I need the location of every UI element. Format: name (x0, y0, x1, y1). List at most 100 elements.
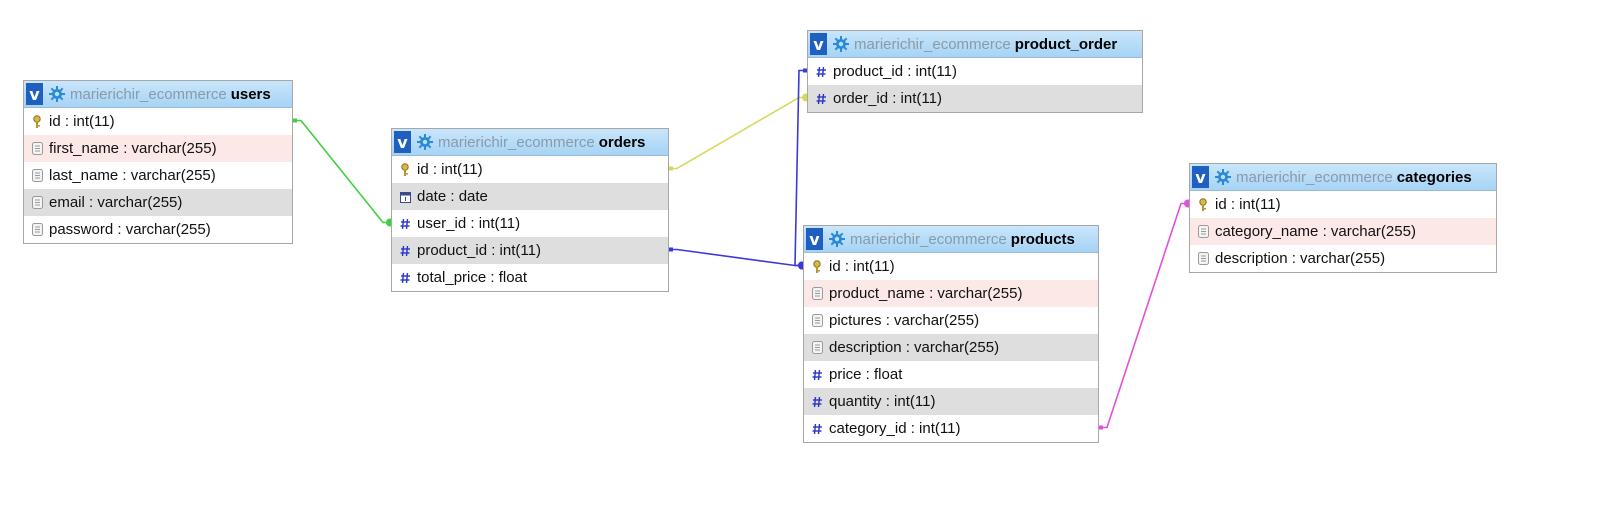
gear-icon[interactable] (48, 85, 66, 103)
text-field-icon (1197, 252, 1209, 266)
column-row[interactable]: total_price : float (392, 264, 668, 291)
column-row[interactable]: id : int(11) (24, 108, 292, 135)
number-icon (811, 395, 823, 409)
table-name: users (230, 85, 271, 103)
relation-line-products-categories (1099, 202, 1189, 429)
column-row[interactable]: last_name : varchar(255) (24, 162, 292, 189)
relation-start (293, 118, 297, 123)
column-row[interactable]: order_id : int(11) (808, 85, 1142, 112)
relation-line-orders-products (669, 248, 803, 267)
column-label: description : varchar(255) (829, 339, 1000, 356)
key-icon (399, 162, 411, 177)
number-icon (815, 65, 827, 79)
column-row[interactable]: price : float (804, 361, 1098, 388)
column-row[interactable]: product_id : int(11) (392, 237, 668, 264)
key-icon (31, 114, 43, 129)
table-name: categories (1396, 168, 1472, 186)
column-label: id : int(11) (829, 258, 895, 275)
text-field-icon (811, 314, 823, 328)
gear-icon[interactable] (416, 133, 434, 151)
column-row[interactable]: category_id : int(11) (804, 415, 1098, 442)
number-icon (811, 368, 823, 382)
column-label: id : int(11) (1215, 196, 1281, 213)
number-icon (811, 422, 823, 436)
key-icon (1197, 197, 1209, 212)
column-label: order_id : int(11) (833, 90, 942, 107)
column-label: first_name : varchar(255) (49, 140, 217, 157)
text-field-icon (31, 223, 43, 237)
column-label: total_price : float (417, 269, 528, 286)
column-row[interactable]: id : int(11) (1190, 191, 1496, 218)
column-row[interactable]: quantity : int(11) (804, 388, 1098, 415)
column-label: date : date (417, 188, 488, 205)
column-label: price : float (829, 366, 903, 383)
gear-icon[interactable] (1214, 168, 1232, 186)
column-label: last_name : varchar(255) (49, 167, 216, 184)
database-name: marierichir_ecommerce (850, 230, 1007, 248)
column-label: pictures : varchar(255) (829, 312, 980, 329)
relation-start (1099, 425, 1103, 430)
table-name: orders (598, 133, 646, 151)
column-row[interactable]: first_name : varchar(255) (24, 135, 292, 162)
toggle-columns-button[interactable]: v (394, 131, 411, 153)
text-field-icon (31, 142, 43, 156)
number-icon (815, 92, 827, 106)
column-row[interactable]: description : varchar(255) (804, 334, 1098, 361)
column-label: password : varchar(255) (49, 221, 211, 238)
toggle-columns-button[interactable]: v (810, 33, 827, 55)
column-row[interactable]: user_id : int(11) (392, 210, 668, 237)
toggle-columns-button[interactable]: v (806, 228, 823, 250)
relation-line-users-orders (293, 119, 391, 224)
column-row[interactable]: description : varchar(255) (1190, 245, 1496, 272)
column-row[interactable]: id : int(11) (392, 156, 668, 183)
column-label: category_name : varchar(255) (1215, 223, 1416, 240)
number-icon (399, 217, 411, 231)
text-field-icon (811, 341, 823, 355)
table-name: product_order (1014, 35, 1118, 53)
column-row[interactable]: date : date (392, 183, 668, 210)
database-name: marierichir_ecommerce (438, 133, 595, 151)
text-field-icon (31, 196, 43, 210)
column-label: user_id : int(11) (417, 215, 521, 232)
column-label: id : int(11) (49, 113, 115, 130)
column-label: id : int(11) (417, 161, 483, 178)
database-name: marierichir_ecommerce (1236, 168, 1393, 186)
toggle-columns-button[interactable]: v (1192, 166, 1209, 188)
gear-icon[interactable] (828, 230, 846, 248)
column-row[interactable]: pictures : varchar(255) (804, 307, 1098, 334)
column-row[interactable]: id : int(11) (804, 253, 1098, 280)
column-label: product_id : int(11) (833, 63, 957, 80)
column-row[interactable]: password : varchar(255) (24, 216, 292, 243)
database-name: marierichir_ecommerce (854, 35, 1011, 53)
gear-icon[interactable] (832, 35, 850, 53)
text-field-icon (1197, 225, 1209, 239)
column-label: quantity : int(11) (829, 393, 936, 410)
column-label: category_id : int(11) (829, 420, 961, 437)
column-row[interactable]: product_name : varchar(255) (804, 280, 1098, 307)
column-row[interactable]: email : varchar(255) (24, 189, 292, 216)
toggle-columns-button[interactable]: v (26, 83, 43, 105)
key-icon (811, 259, 823, 274)
relation-start (669, 166, 673, 171)
column-label: product_id : int(11) (417, 242, 541, 259)
column-row[interactable]: product_id : int(11) (808, 58, 1142, 85)
database-name: marierichir_ecommerce (70, 85, 227, 103)
column-label: email : varchar(255) (49, 194, 183, 211)
column-label: product_name : varchar(255) (829, 285, 1023, 302)
number-icon (399, 271, 411, 285)
relation-start (669, 247, 673, 252)
column-label: description : varchar(255) (1215, 250, 1386, 267)
date-icon (399, 190, 411, 204)
column-row[interactable]: category_name : varchar(255) (1190, 218, 1496, 245)
